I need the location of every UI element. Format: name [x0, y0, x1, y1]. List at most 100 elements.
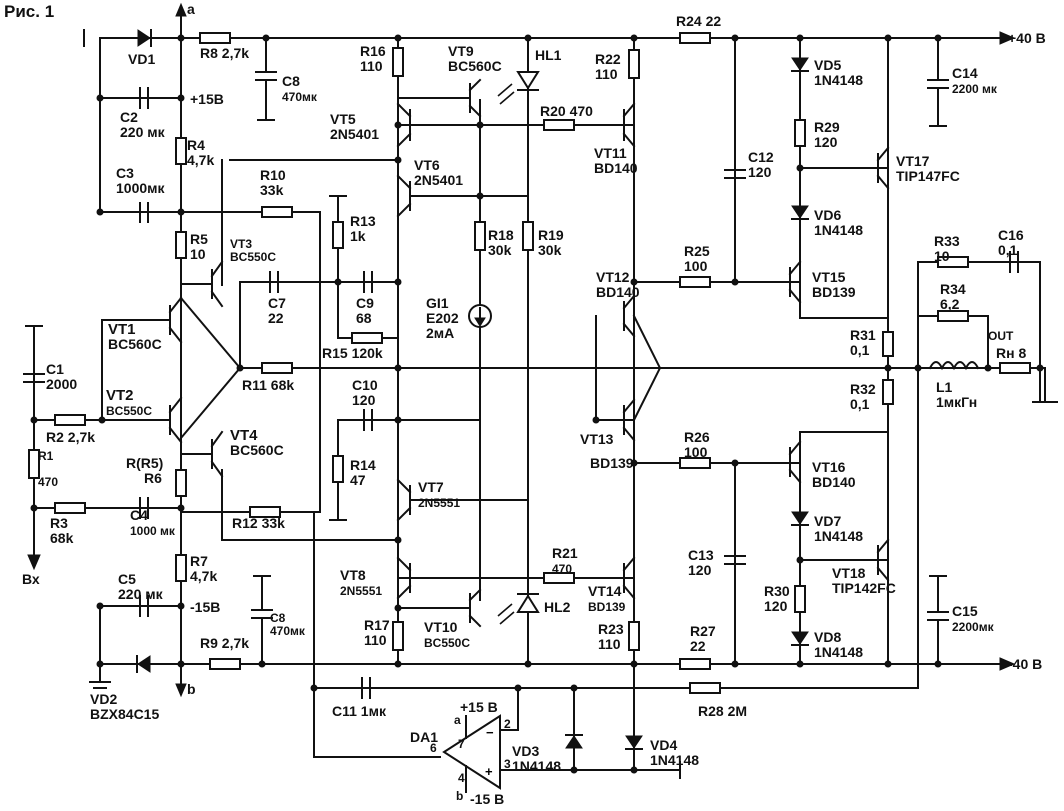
label-text: VT1	[108, 321, 136, 338]
pos-rail-arrow	[999, 31, 1016, 45]
R5-resistor	[175, 231, 187, 259]
label-text: 120	[352, 392, 376, 408]
R1-resistor	[28, 449, 40, 479]
pin2-label: 2	[504, 717, 511, 731]
label-text: R21	[552, 545, 578, 561]
label-text: R4	[187, 137, 205, 153]
label-text: 10	[190, 246, 206, 262]
R21-resistor	[543, 572, 575, 584]
label-text: E202	[426, 310, 459, 326]
label-text: C14	[952, 65, 978, 81]
label-text: 47	[350, 472, 366, 488]
label-text: 120	[764, 598, 788, 614]
label-text: R3	[50, 515, 68, 531]
R12-resistor	[249, 506, 281, 518]
label-text: 220 мк	[120, 124, 165, 140]
R15-resistor	[351, 332, 383, 344]
label-text: L1	[936, 379, 953, 395]
label-text: 2N5551	[340, 584, 383, 598]
pin6-label: 6	[430, 741, 437, 755]
VD1-diode	[137, 29, 151, 47]
RH-label: Rн 8	[996, 345, 1027, 361]
label-text: 110	[364, 632, 387, 648]
label-text: 470	[38, 475, 59, 489]
label-text: 1N4148	[814, 528, 864, 544]
VT6-transistor	[396, 174, 412, 218]
diodes	[136, 29, 809, 750]
label-text: 1N4148	[814, 72, 864, 88]
label-text: BC560C	[230, 442, 284, 458]
label-text: 220 мк	[118, 586, 163, 602]
label-text: R33	[934, 233, 960, 249]
label-text: BC550C	[106, 404, 153, 418]
label-text: R16	[360, 43, 386, 59]
label-text: 470мк	[282, 90, 317, 104]
VD1-label: VD1	[128, 51, 156, 67]
label-text: C15	[952, 603, 978, 619]
label-text: 1k	[350, 228, 366, 244]
label-text: BD140	[594, 160, 638, 176]
label-text: R26	[684, 429, 710, 445]
label-text: R6	[144, 470, 162, 486]
label-text: BD140	[596, 284, 640, 300]
label-text: R30	[764, 583, 790, 599]
VT4-transistor	[180, 430, 224, 478]
R15-label: R15 120k	[322, 345, 383, 361]
da-p15-label: +15 В	[460, 699, 498, 715]
label-text: VT18	[832, 565, 866, 581]
label-text: BD139	[588, 600, 626, 614]
R27-resistor	[679, 658, 711, 670]
label-text: 110	[595, 66, 618, 82]
label-text: VT9	[448, 43, 474, 59]
label-text: BC560C	[108, 336, 162, 352]
label-text: VT8	[340, 567, 366, 583]
label-text: VD8	[814, 629, 842, 645]
label-text: 2мА	[426, 325, 455, 341]
HL1-label: HL1	[535, 47, 562, 63]
VT7-transistor	[396, 478, 412, 522]
capacitors	[23, 71, 1019, 699]
label-text: VD7	[814, 513, 842, 529]
label-text: VD6	[814, 207, 842, 223]
VD8-diode	[791, 631, 809, 645]
opamp-minus: −	[486, 725, 494, 740]
label-text: C16	[998, 227, 1024, 243]
label-text: R23	[598, 621, 624, 637]
node-a-label: a	[187, 1, 195, 17]
pos-rail-label: +40 В	[1008, 30, 1046, 46]
label-text: 1мкГн	[936, 394, 978, 410]
R20-resistor	[543, 119, 575, 131]
label-text: R7	[190, 553, 208, 569]
label-text: R5	[190, 231, 208, 247]
DA1-label: DA1	[410, 729, 439, 745]
RH-resistor	[999, 362, 1031, 374]
label-text: 120	[814, 134, 838, 150]
label-text: 100	[684, 258, 708, 274]
label-text: TIP142FC	[832, 580, 896, 596]
R28-label: R28 2M	[698, 703, 748, 719]
label-text: VD4	[650, 737, 678, 753]
label-text: 30k	[488, 242, 512, 258]
R13-resistor	[332, 221, 344, 249]
